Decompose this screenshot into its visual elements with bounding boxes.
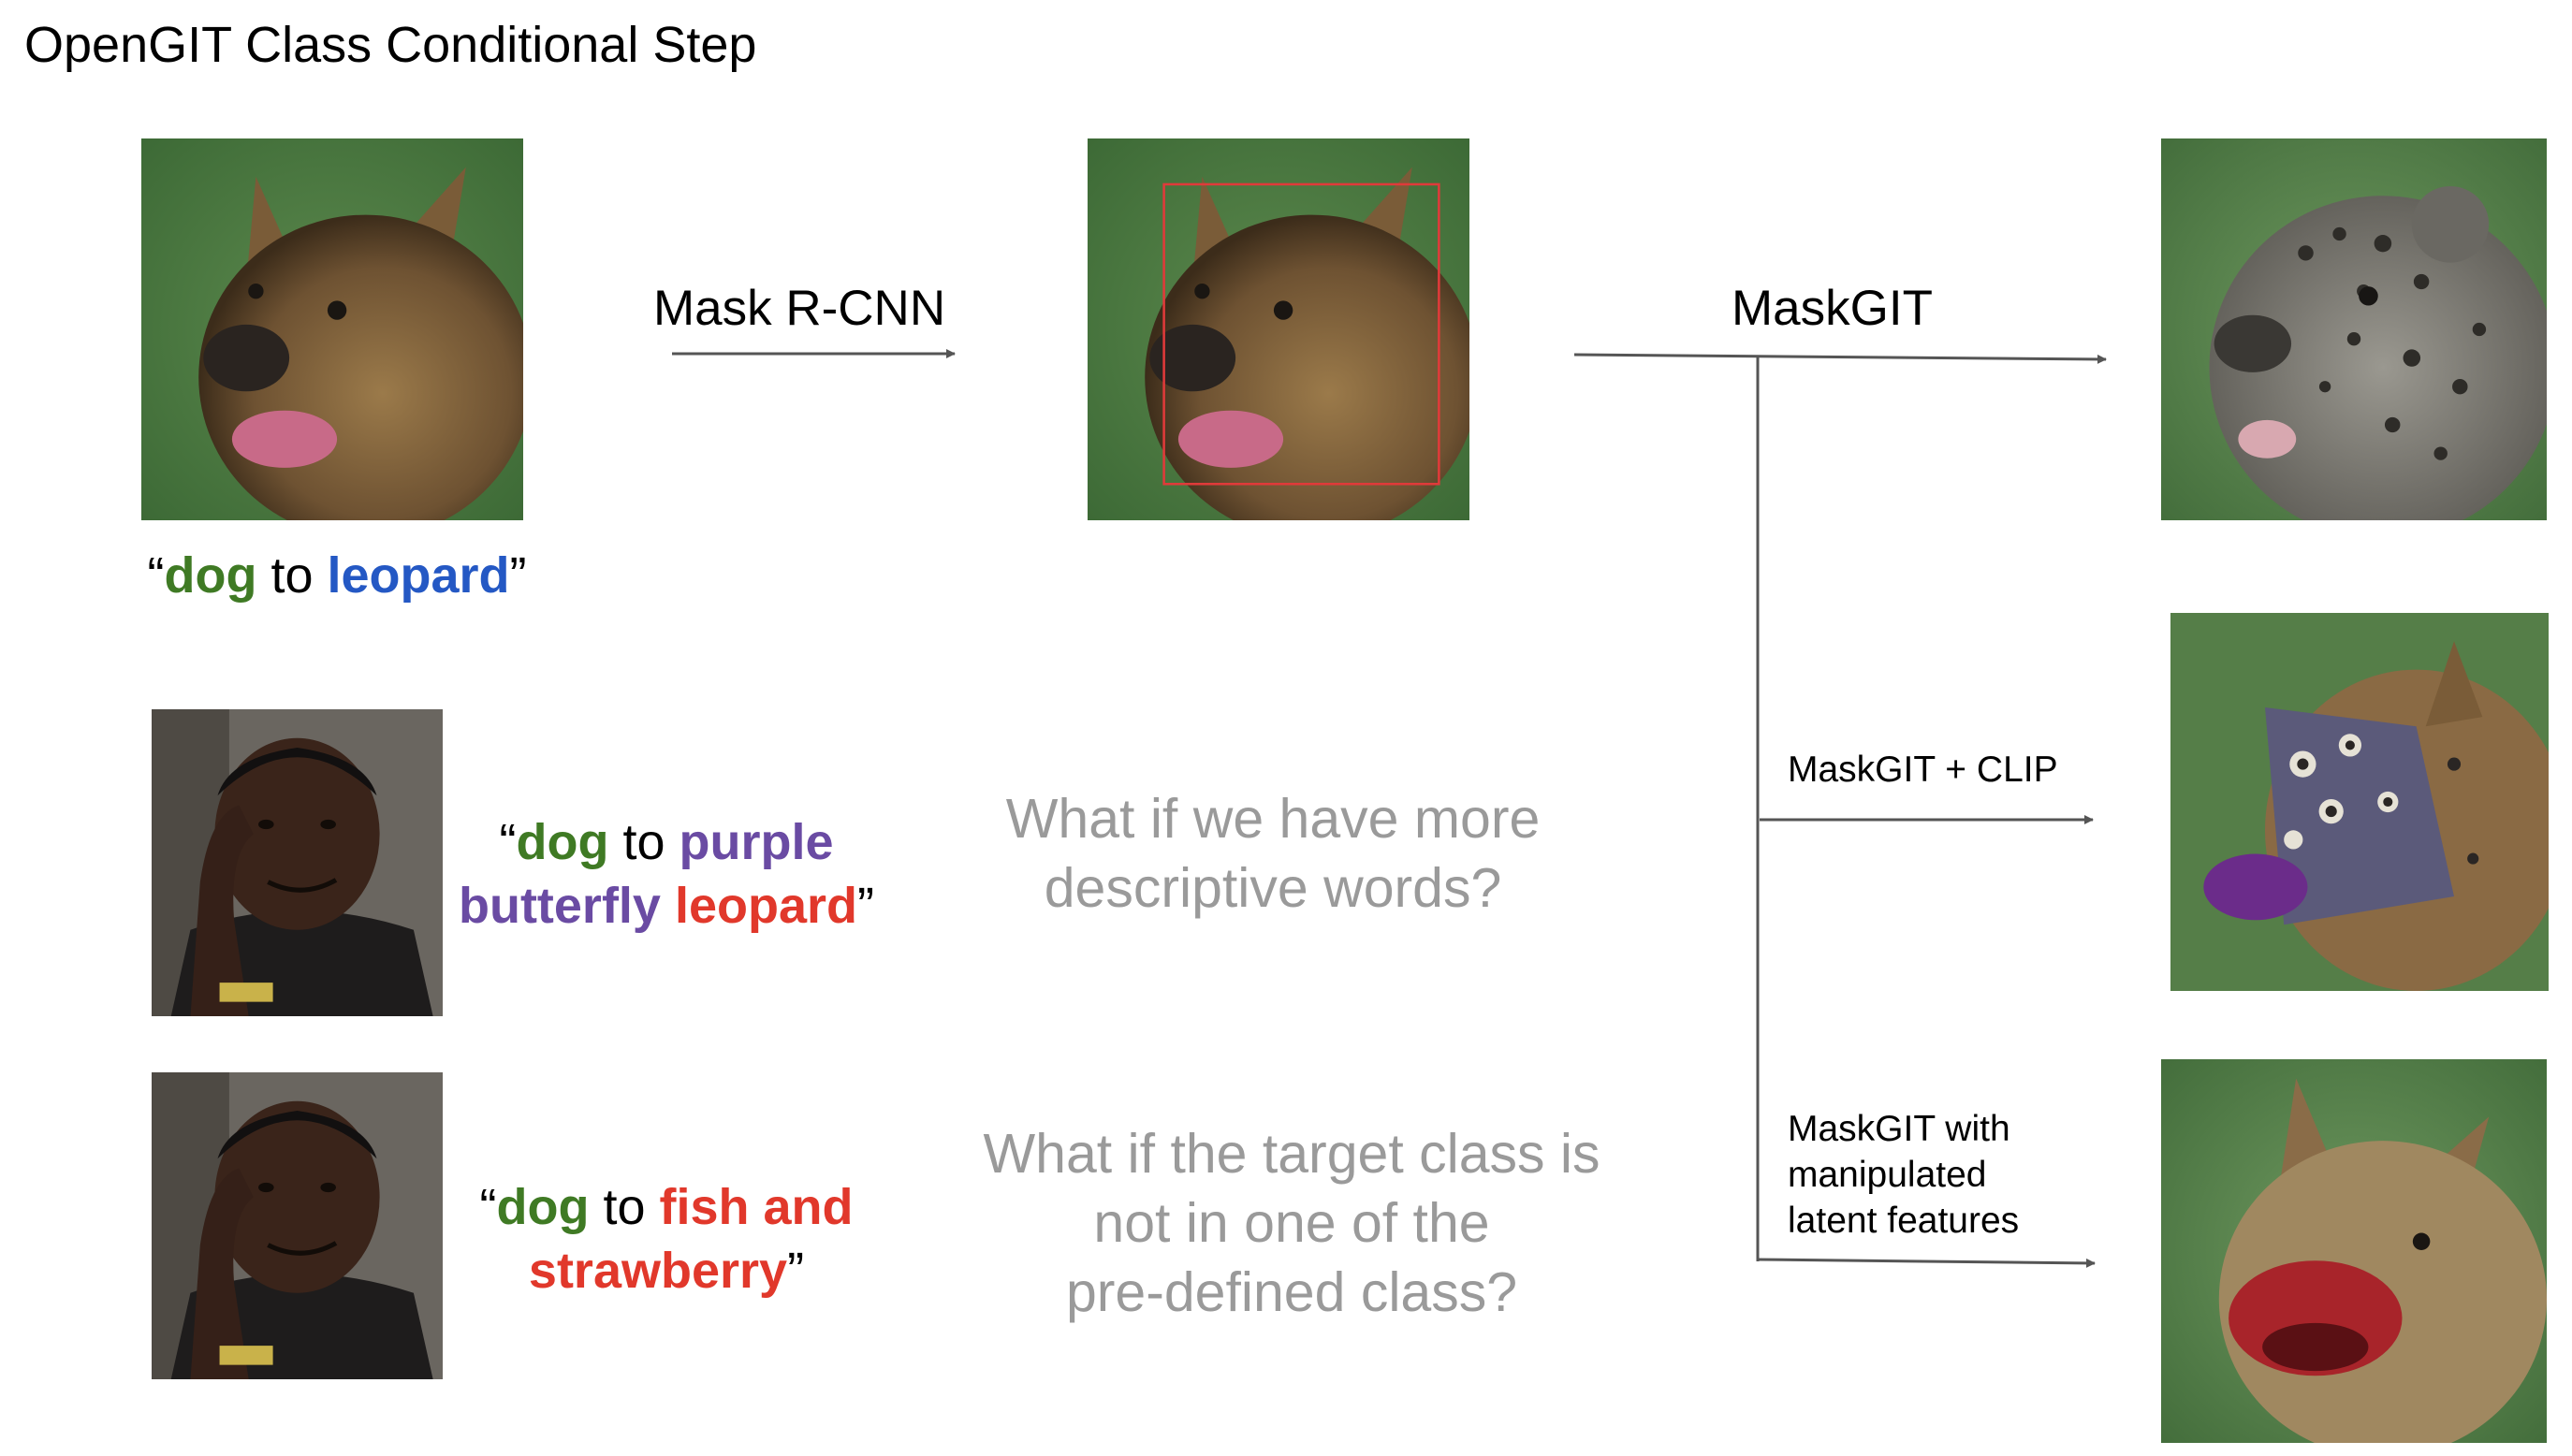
arrow-maskgit bbox=[1573, 353, 2107, 364]
maskgit-manip-label-3: latent features bbox=[1788, 1201, 2020, 1241]
question-target-class: What if the target class is not in one o… bbox=[983, 1123, 1600, 1323]
mask-rcnn-label: Mask R-CNN bbox=[653, 281, 946, 336]
thinking-man-meme-icon-2 bbox=[152, 1072, 443, 1379]
page-title: OpenGIT Class Conditional Step bbox=[24, 17, 757, 73]
thinking-man-meme-icon bbox=[152, 709, 443, 1016]
word-butterfly: butterfly bbox=[458, 878, 661, 934]
dog-photo-icon bbox=[141, 138, 523, 520]
prompt-dog-to-fish-and-strawberry: “dog to fish and strawberry” bbox=[479, 1179, 854, 1299]
prompt-dog-to-leopard: “dog to leopard” bbox=[147, 547, 527, 604]
word-dog: dog bbox=[496, 1179, 590, 1235]
maskgit-manip-label-2: manipulated bbox=[1788, 1155, 1987, 1195]
maskgit-label: MaskGIT bbox=[1732, 281, 1933, 336]
word-leopard: leopard bbox=[327, 547, 510, 604]
word-dog: dog bbox=[516, 814, 609, 870]
question-descriptive-words: What if we have more descriptive words? bbox=[1005, 788, 1541, 919]
word-strawberry: strawberry bbox=[528, 1243, 788, 1299]
leopard-result-icon bbox=[2161, 138, 2547, 520]
word-fish-and: fish and bbox=[659, 1179, 854, 1235]
maskgit-clip-label: MaskGIT + CLIP bbox=[1788, 750, 2058, 790]
word-purple: purple bbox=[679, 814, 834, 870]
word-dog: dog bbox=[164, 547, 257, 604]
maskgit-manip-label-1: MaskGIT with bbox=[1788, 1109, 2010, 1149]
prompt-dog-to-purple-butterfly-leopard: “dog to purple butterfly leopard” bbox=[458, 814, 875, 934]
dog-with-bounding-box-icon bbox=[1088, 138, 1469, 520]
word-leopard: leopard bbox=[674, 878, 858, 934]
clip-result-icon bbox=[2170, 613, 2549, 991]
manipulated-result-icon bbox=[2161, 1059, 2547, 1443]
arrow-maskgit-manip bbox=[1757, 1258, 2096, 1268]
